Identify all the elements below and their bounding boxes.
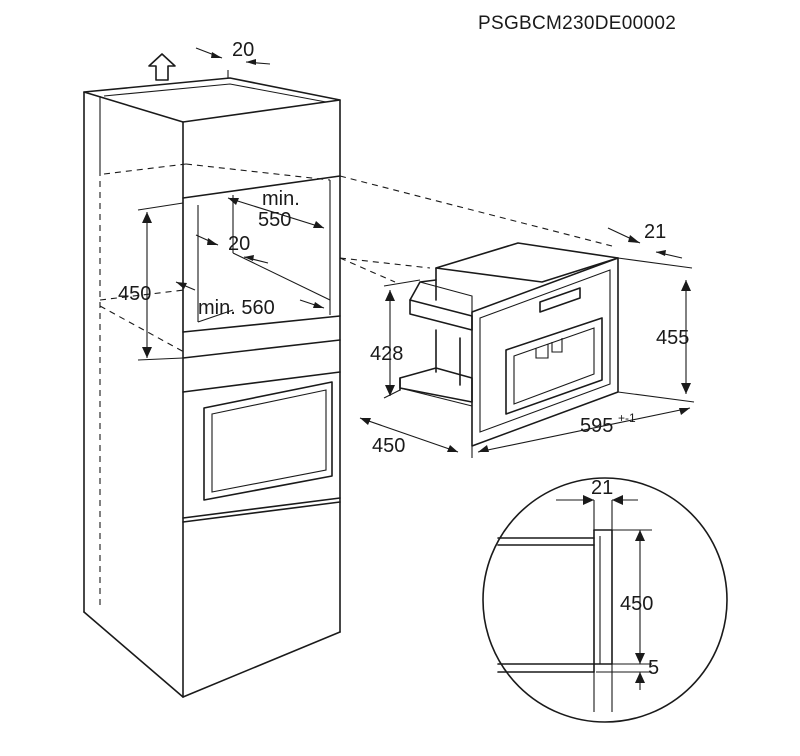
body-depth-label: 450 — [372, 435, 405, 457]
projection-lines — [99, 163, 613, 353]
up-arrow-icon — [148, 53, 176, 81]
top-gap-label: 20 — [232, 39, 254, 61]
detail-bottom-gap-label: 5 — [648, 657, 659, 679]
niche-width-label: min. 560 — [198, 297, 275, 319]
reference-code: PSGBCM230DE00002 — [478, 13, 676, 34]
detail-gap-label: 21 — [591, 477, 613, 499]
detail-height-label: 450 — [620, 593, 653, 615]
cabinet-dimensions: 20 450 min. 550 20 min. 560 — [118, 39, 325, 361]
front-height-label: 455 — [656, 327, 689, 349]
tall-cabinet — [83, 77, 341, 698]
front-width-label: 595 — [580, 415, 613, 437]
appliance-gap-label: 21 — [644, 221, 666, 243]
appliance-dimensions: 21 455 428 450 595 +-1 — [359, 221, 695, 458]
niche-height-label: 450 — [118, 283, 151, 305]
front-width-tolerance: +-1 — [618, 411, 636, 425]
niche-depth-text: min. — [262, 188, 300, 210]
niche-depth-value: 550 — [258, 209, 291, 231]
rear-gap-label: 20 — [228, 233, 250, 255]
detail-view: 21 450 5 — [482, 477, 728, 723]
body-height-label: 428 — [370, 343, 403, 365]
